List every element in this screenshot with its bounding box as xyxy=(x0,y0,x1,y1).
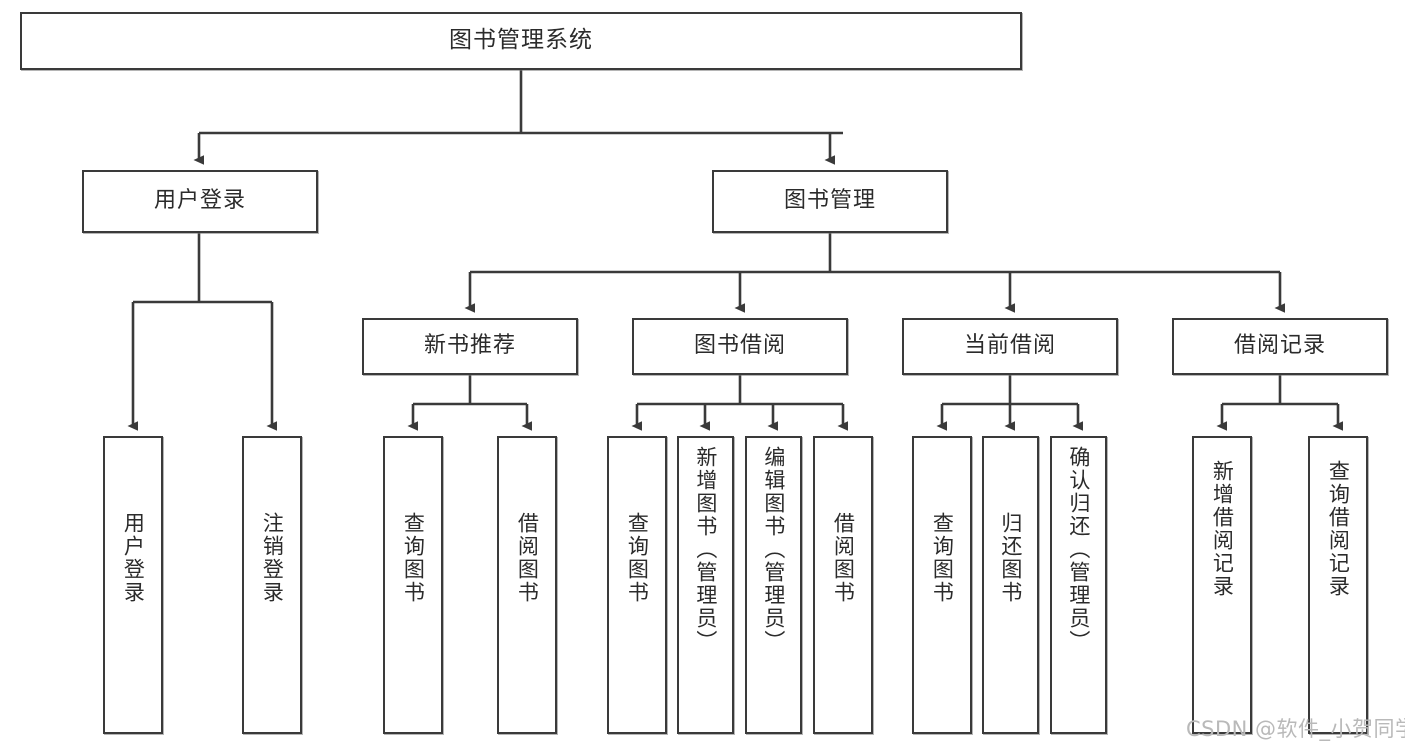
node-label: 查询图书 xyxy=(401,512,426,604)
node-label: 新增借阅记录 xyxy=(1210,460,1235,598)
node-borrow-record[interactable]: 借阅记录 xyxy=(1172,318,1388,375)
node-book-borrow[interactable]: 图书借阅 xyxy=(632,318,848,375)
leaf-query-record[interactable]: 查询借阅记录 xyxy=(1308,436,1368,734)
leaf-add-book[interactable]: 新增图书（管理员） xyxy=(677,436,734,734)
node-label: 用户登录 xyxy=(153,188,246,214)
node-label: 查询图书 xyxy=(625,512,650,604)
node-label: 图书借阅 xyxy=(693,333,786,359)
node-label: 新增图书（管理员） xyxy=(693,446,718,653)
node-current-borrow[interactable]: 当前借阅 xyxy=(902,318,1118,375)
node-label: 新书推荐 xyxy=(423,333,516,359)
node-label: 当前借阅 xyxy=(963,333,1056,359)
leaf-logout[interactable]: 注销登录 xyxy=(242,436,302,734)
node-label: 借阅图书 xyxy=(831,512,856,604)
node-label: 确认归还（管理员） xyxy=(1066,446,1091,653)
node-label: 借阅记录 xyxy=(1233,333,1326,359)
leaf-user-login[interactable]: 用户登录 xyxy=(103,436,163,734)
node-label: 注销登录 xyxy=(260,512,285,604)
leaf-borrow-book-1[interactable]: 借阅图书 xyxy=(497,436,557,734)
leaf-return-book[interactable]: 归还图书 xyxy=(982,436,1039,734)
node-root-system[interactable]: 图书管理系统 xyxy=(20,12,1022,70)
node-new-book-rec[interactable]: 新书推荐 xyxy=(362,318,578,375)
watermark-text: CSDN @软件_小贺同学 xyxy=(1186,717,1405,741)
node-label: 查询图书 xyxy=(930,512,955,604)
node-book-manage[interactable]: 图书管理 xyxy=(712,170,948,233)
leaf-confirm-return[interactable]: 确认归还（管理员） xyxy=(1050,436,1107,734)
node-label: 用户登录 xyxy=(121,512,146,604)
node-label: 查询借阅记录 xyxy=(1326,460,1351,598)
node-label: 图书管理 xyxy=(783,188,876,214)
leaf-query-book-2[interactable]: 查询图书 xyxy=(607,436,667,734)
node-user-login[interactable]: 用户登录 xyxy=(82,170,318,233)
node-label: 图书管理系统 xyxy=(449,27,593,54)
leaf-borrow-book-2[interactable]: 借阅图书 xyxy=(813,436,873,734)
leaf-query-book-1[interactable]: 查询图书 xyxy=(383,436,443,734)
node-label: 归还图书 xyxy=(998,512,1023,604)
leaf-edit-book[interactable]: 编辑图书（管理员） xyxy=(745,436,802,734)
leaf-query-book-3[interactable]: 查询图书 xyxy=(912,436,972,734)
node-label: 编辑图书（管理员） xyxy=(761,446,786,653)
node-label: 借阅图书 xyxy=(515,512,540,604)
leaf-add-record[interactable]: 新增借阅记录 xyxy=(1192,436,1252,734)
